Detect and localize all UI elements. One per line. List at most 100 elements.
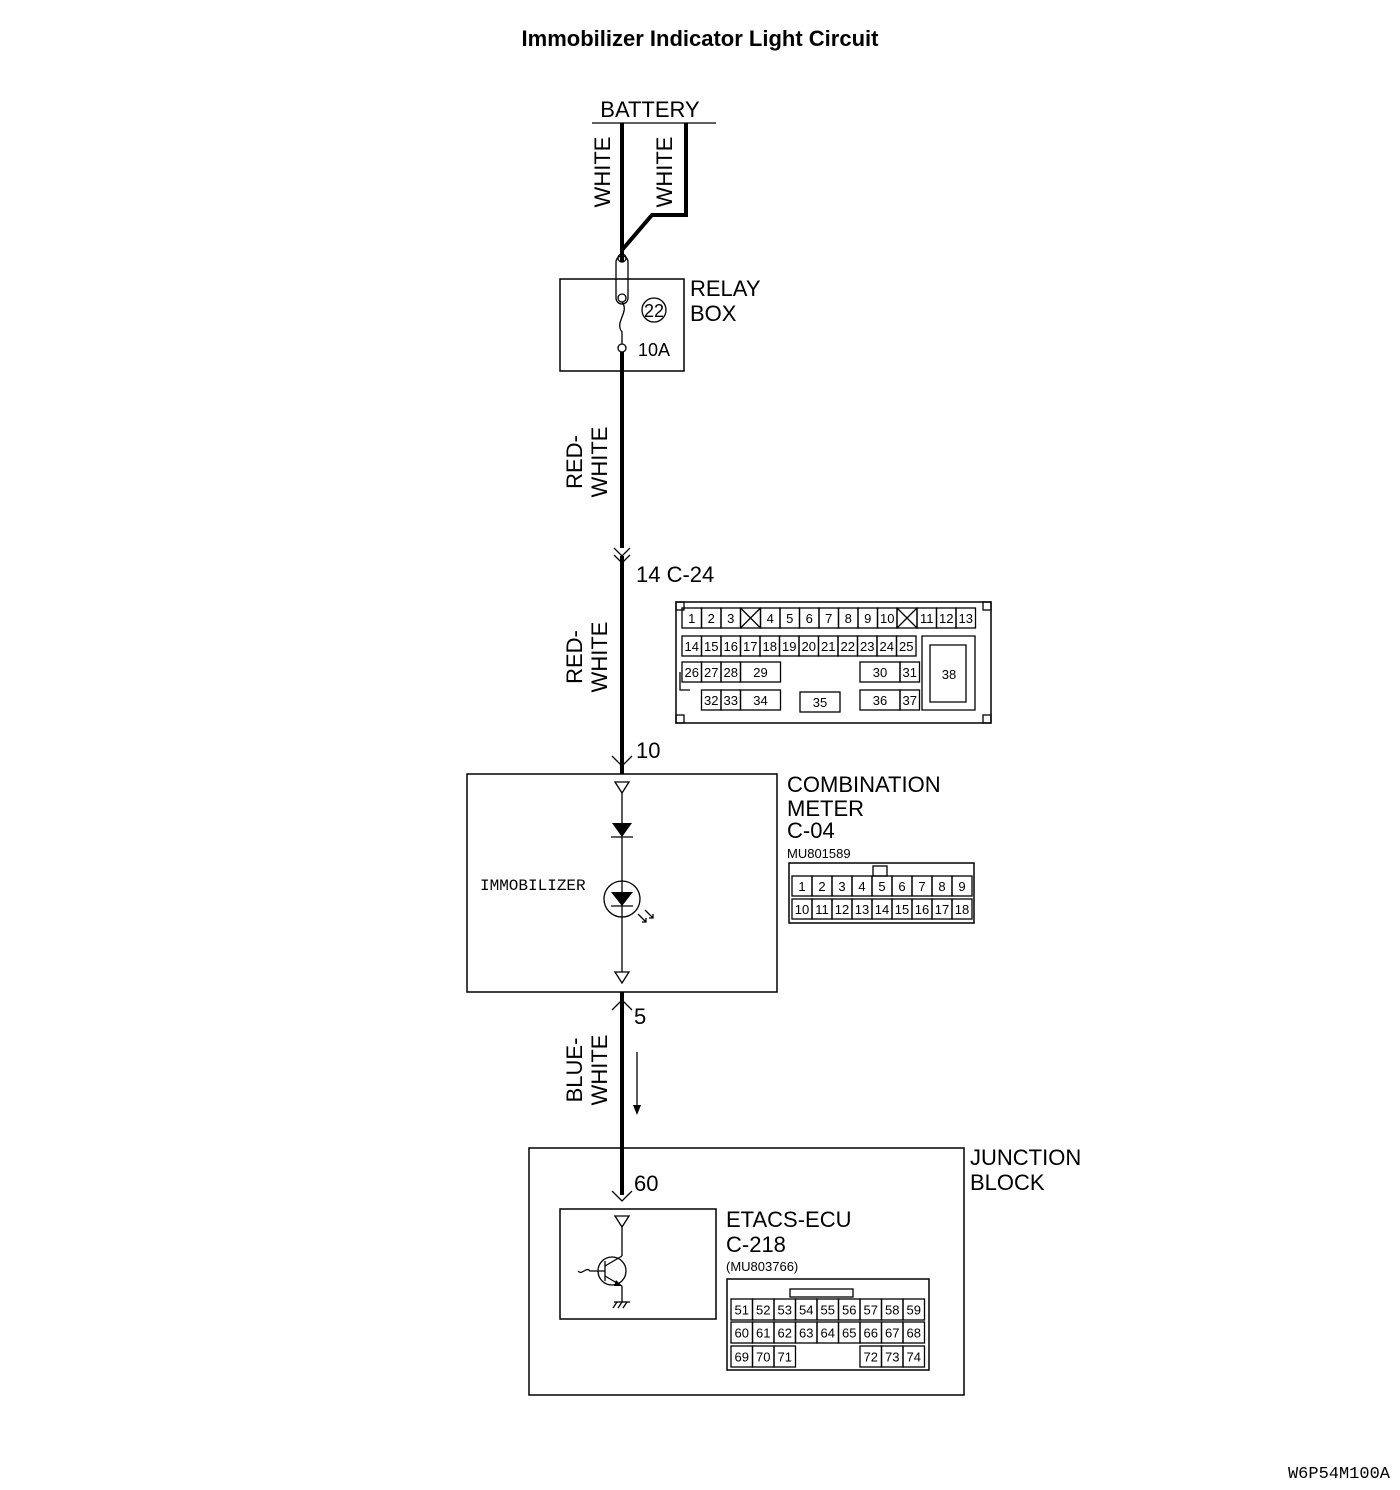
c04-pin-13: 13 [855, 902, 869, 917]
c218-pin-66: 66 [864, 1326, 878, 1341]
c04-pin-2: 2 [818, 879, 825, 894]
c218-pin-61: 61 [756, 1326, 770, 1341]
wire-meter-to-ecu: BLUE- WHITE [562, 1004, 641, 1195]
c24-pin-28: 28 [724, 665, 738, 680]
c04-pin-7: 7 [918, 879, 925, 894]
c24-pin-13-cell [955, 607, 977, 629]
battery-wire-left-color: WHITE [590, 137, 615, 208]
c218-pin-59: 59 [907, 1303, 921, 1318]
c24-pin-3: 3 [727, 611, 734, 626]
c04-pin-5: 5 [878, 879, 885, 894]
c04-pin-6: 6 [898, 879, 905, 894]
battery-wire-right-color: WHITE [652, 137, 677, 208]
ecu-terminal [613, 1215, 631, 1229]
c24-pin-21: 21 [821, 639, 835, 654]
c24-pin-23: 23 [860, 639, 874, 654]
c04-pin-18-cell [951, 898, 973, 920]
fuse-number-circle [641, 297, 667, 323]
c24-pin-35-cell [799, 691, 841, 713]
junction-block: JUNCTION BLOCK 60 ETACS-ECU C-218 (MU803… [528, 1145, 1081, 1396]
junction-block-label-1: JUNCTION [970, 1145, 1081, 1170]
meter-part-number: MU801589 [787, 846, 851, 861]
c24-pin-10: 10 [880, 611, 894, 626]
c218-pin-68-cell [902, 1321, 926, 1344]
c218-pin-55: 55 [821, 1303, 835, 1318]
c24-pin-2: 2 [708, 611, 715, 626]
pin-meter-in: 10 [636, 738, 660, 763]
c24-pin-31-cell [899, 661, 921, 683]
c24-pin-29-cell [739, 661, 782, 683]
connector-c24-label: 14 C-24 [636, 562, 714, 587]
c218-pin-65: 65 [842, 1326, 856, 1341]
c24-pin-26: 26 [685, 665, 699, 680]
fuse-number: 22 [644, 301, 664, 321]
c218-pin-60: 60 [735, 1326, 749, 1341]
c24-pin-25-cell [895, 635, 917, 657]
c24-pin-37-cell [899, 689, 921, 711]
battery-wire-right [620, 123, 688, 252]
c24-pin-4: 4 [767, 611, 774, 626]
c24-pin-11: 11 [920, 611, 934, 626]
relay-box: 22 10A RELAY BOX [559, 250, 761, 372]
meter-label-3: C-04 [787, 818, 835, 843]
c24-pin-16: 16 [724, 639, 738, 654]
immobilizer-lamp-label: IMMOBILIZER [480, 877, 586, 895]
c218-pin-70: 70 [756, 1350, 770, 1365]
diode-icon [612, 823, 632, 837]
c218-pin-59-cell [902, 1298, 926, 1321]
c04-pin-11: 11 [815, 902, 829, 917]
c04-pin-1: 1 [798, 879, 805, 894]
c24-pin-20: 20 [802, 639, 816, 654]
c24-pin-35: 35 [813, 695, 827, 710]
c24-pin-19: 19 [782, 639, 796, 654]
c24-pin-8: 8 [845, 611, 852, 626]
c24-pin-32: 32 [704, 693, 718, 708]
c218-pin-56: 56 [842, 1303, 856, 1318]
c218-pin-74-cell [902, 1345, 926, 1368]
pin-meter-out: 5 [634, 1004, 646, 1029]
c24-unused-position [740, 607, 761, 629]
c04-pin-12: 12 [835, 902, 849, 917]
c24-pin-17: 17 [743, 639, 757, 654]
c24-unused-position [896, 607, 918, 629]
c24-pin-34: 34 [753, 693, 767, 708]
relay-box-label-1: RELAY [690, 276, 761, 301]
c218-pin-62: 62 [778, 1326, 792, 1341]
c218-pin-51: 51 [735, 1303, 749, 1318]
c24-pin-9: 9 [864, 611, 871, 626]
c04-pin-3: 3 [838, 879, 845, 894]
c04-pin-9: 9 [958, 879, 965, 894]
c24-pin-1: 1 [688, 611, 695, 626]
c04-pin-10: 10 [795, 902, 809, 917]
c218-pin-71-cell [773, 1345, 797, 1368]
wire-color-2b: WHITE [587, 622, 612, 693]
junction-block-outline [528, 1147, 965, 1396]
combination-meter: IMMOBILIZER COMBINATION METER C-04 MU801… [466, 772, 941, 993]
wire-color-3a: BLUE- [562, 1038, 587, 1103]
pin-ecu: 60 [634, 1171, 658, 1196]
c218-pin-72: 72 [864, 1350, 878, 1365]
wire-color-1b: WHITE [587, 427, 612, 498]
pin-10: 10 [611, 738, 660, 774]
wire-relay-to-c24: RED- WHITE 14 C-24 RED- WHITE [562, 371, 714, 760]
c24-pin-25: 25 [899, 639, 913, 654]
wire-color-2a: RED- [562, 630, 587, 684]
c24-pin-22: 22 [841, 639, 855, 654]
fuse-rating: 10A [638, 340, 670, 360]
meter-terminal-in [613, 781, 631, 795]
junction-block-label-2: BLOCK [970, 1170, 1045, 1195]
wire-color-1a: RED- [562, 435, 587, 489]
c218-pin-57: 57 [864, 1303, 878, 1318]
c24-pin-30: 30 [873, 665, 887, 680]
c218-pin-58: 58 [885, 1303, 899, 1318]
c24-pin-24: 24 [880, 639, 894, 654]
c24-pin-27: 27 [704, 665, 718, 680]
c24-pin-37: 37 [903, 693, 917, 708]
